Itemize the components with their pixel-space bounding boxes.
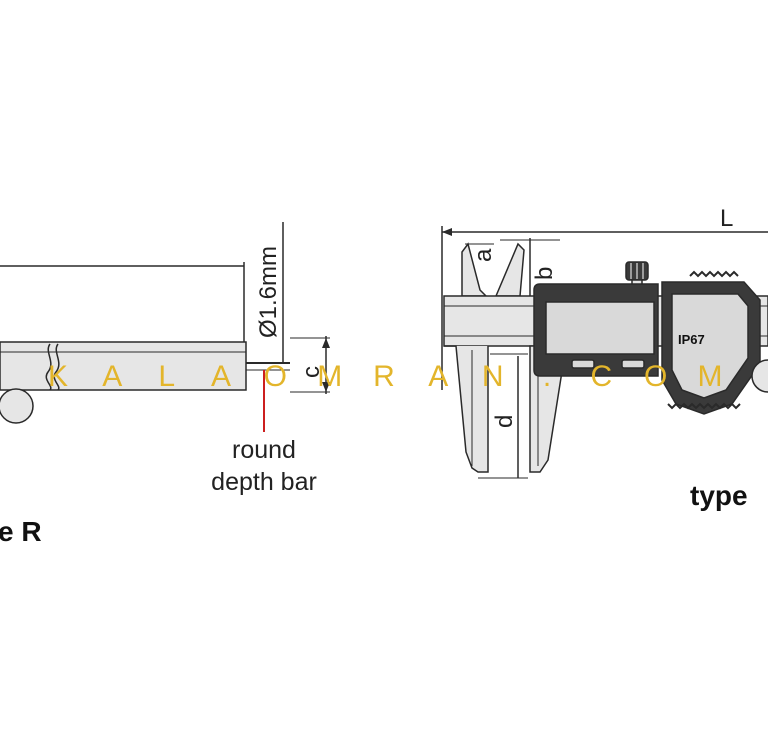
watermark-letter: A [211, 360, 231, 393]
L-label: L [720, 205, 733, 232]
left-beam-break-mark [45, 343, 52, 391]
left-roller [0, 388, 34, 424]
watermark-letter: M [698, 360, 723, 393]
left-caliper [0, 222, 330, 424]
a-label: a [470, 248, 497, 262]
watermark-letter: O [264, 360, 287, 393]
left-beam [0, 341, 247, 391]
watermark-letter: A [102, 360, 122, 393]
shield-serrations [667, 402, 741, 410]
display-button-right [621, 359, 645, 369]
watermark-letter: N [482, 360, 504, 393]
ip67-label: IP67 [678, 332, 705, 347]
display-button-left [571, 359, 595, 369]
watermark-letter: O [644, 360, 667, 393]
watermark-letter: R [373, 360, 395, 393]
lcd-screen [545, 301, 655, 355]
watermark-letter: A [428, 360, 448, 393]
c-label: c [298, 366, 325, 378]
watermark-letter: M [317, 360, 342, 393]
watermark-letter: K [48, 360, 68, 393]
type-label-right: type [690, 480, 748, 511]
note-round: round [232, 436, 296, 464]
watermark-letter: C [590, 360, 612, 393]
right-roller [751, 359, 768, 393]
d-label: d [491, 415, 518, 428]
diameter-label: Ø1.6mm [255, 246, 282, 338]
watermark-letter: L [158, 360, 175, 393]
lower-fixed-jaw [444, 345, 489, 473]
watermark-letter: . [543, 360, 551, 393]
upper-sliding-jaw [494, 242, 525, 297]
note-depth-bar: depth bar [211, 468, 317, 496]
b-label: b [531, 267, 558, 280]
right-caliper [441, 226, 768, 479]
type-label-left: e R [0, 516, 42, 547]
